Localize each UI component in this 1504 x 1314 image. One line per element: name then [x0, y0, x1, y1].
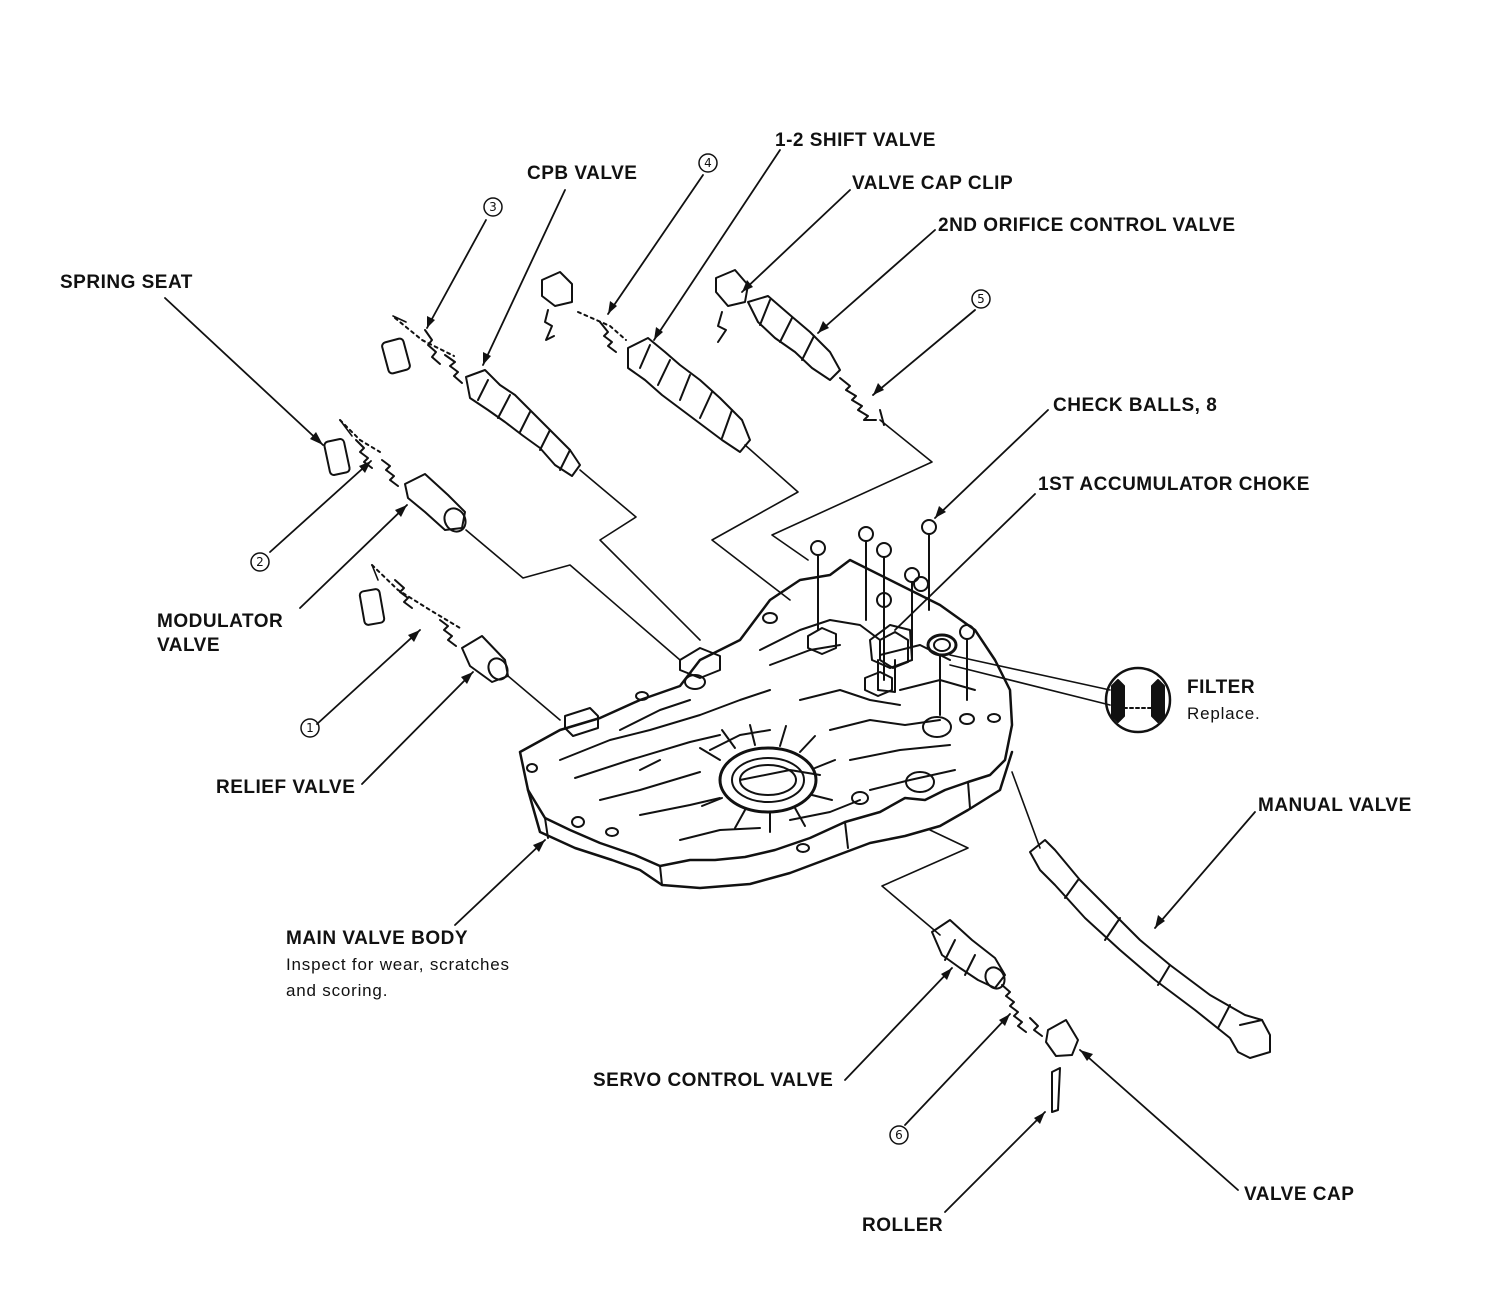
callout-6-num: 6 — [895, 1128, 903, 1142]
label-main-valve-body: MAIN VALVE BODY — [286, 928, 469, 949]
label-relief-valve: RELIEF VALVE — [216, 777, 356, 798]
label-modulator-valve-2: VALVE — [157, 635, 221, 656]
label-main-valve-body-note-1: Inspect for wear, scratches — [286, 955, 510, 974]
callout-5 — [971, 289, 991, 309]
assembly-lines — [339, 315, 1111, 936]
callout-1 — [300, 718, 320, 738]
callout-1-num: 1 — [306, 721, 314, 735]
callout-3-num: 3 — [489, 200, 497, 214]
label-filter-note: Replace. — [1187, 704, 1261, 723]
callout-2 — [250, 552, 270, 572]
label-shift-valve: 1-2 SHIFT VALVE — [775, 130, 936, 151]
label-spring-seat: SPRING SEAT — [60, 272, 193, 293]
label-valve-cap-clip: VALVE CAP CLIP — [852, 173, 1014, 194]
check-balls — [810, 519, 975, 716]
servo-control-valve-assembly — [931, 919, 1079, 1113]
main-valve-body — [518, 558, 1014, 890]
cpb-valve-assembly — [381, 317, 581, 477]
callout-2-num: 2 — [256, 555, 264, 569]
label-main-valve-body-note-2: and scoring. — [286, 981, 389, 1000]
callout-4-num: 4 — [704, 156, 712, 170]
modulator-valve-assembly — [323, 419, 467, 533]
callout-markers — [250, 153, 991, 1145]
label-orifice-control-valve: 2ND ORIFICE CONTROL VALVE — [938, 215, 1236, 236]
label-servo-control-valve: SERVO CONTROL VALVE — [593, 1070, 834, 1091]
leader-lines — [164, 149, 1256, 1213]
label-filter: FILTER — [1187, 677, 1256, 698]
filter-icon — [1104, 666, 1172, 734]
accumulator-choke — [869, 624, 913, 693]
callout-5-num: 5 — [977, 292, 985, 306]
label-manual-valve: MANUAL VALVE — [1258, 795, 1412, 816]
label-cpb-valve: CPB VALVE — [527, 163, 638, 184]
shift-valve-assembly — [541, 271, 751, 453]
callout-4 — [698, 153, 718, 173]
label-modulator-valve-1: MODULATOR — [157, 611, 284, 632]
label-accumulator-choke: 1ST ACCUMULATOR CHOKE — [1038, 474, 1310, 495]
orifice-control-valve-assembly — [715, 269, 885, 426]
callout-3 — [483, 197, 503, 217]
leader-arrowheads — [310, 280, 1165, 1124]
manual-valve — [1029, 839, 1271, 1059]
label-valve-cap: VALVE CAP — [1244, 1184, 1355, 1205]
callout-6 — [889, 1125, 909, 1145]
label-check-balls: CHECK BALLS, 8 — [1053, 395, 1218, 416]
label-roller: ROLLER — [862, 1215, 944, 1236]
